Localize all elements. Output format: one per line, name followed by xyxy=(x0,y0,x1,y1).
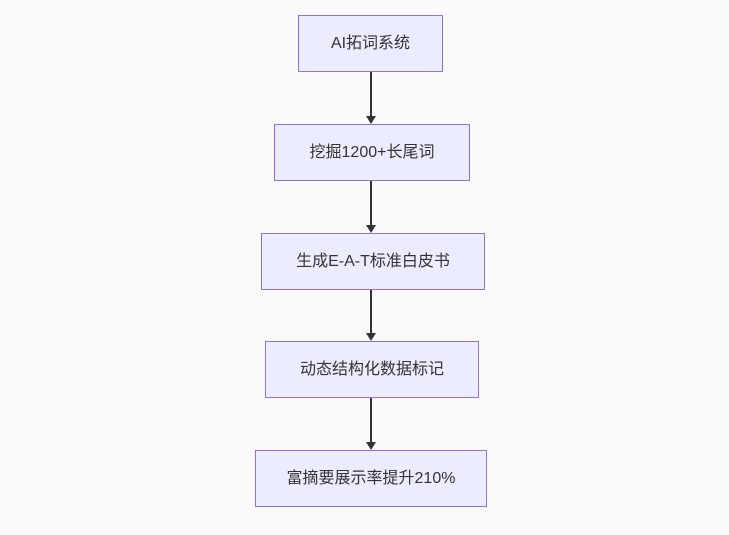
flow-node-label: 动态结构化数据标记 xyxy=(299,360,444,378)
flow-node-rich-snippet-rate: 富摘要展示率提升210% xyxy=(255,450,487,507)
arrowhead-down-icon xyxy=(366,442,376,450)
flow-node-structured-data-markup: 动态结构化数据标记 xyxy=(265,341,479,398)
flow-node-label: 富摘要展示率提升210% xyxy=(286,469,456,487)
edge-line xyxy=(370,398,372,442)
flow-node-label: AI拓词系统 xyxy=(330,34,411,52)
flow-node-eat-whitepaper: 生成E-A-T标准白皮书 xyxy=(261,233,485,290)
edge-n2-n3 xyxy=(365,181,377,233)
edge-n3-n4 xyxy=(365,290,377,341)
flow-node-label: 挖掘1200+长尾词 xyxy=(309,143,435,161)
flow-node-label: 生成E-A-T标准白皮书 xyxy=(296,252,450,270)
arrowhead-down-icon xyxy=(366,225,376,233)
edge-n4-n5 xyxy=(365,398,377,450)
arrowhead-down-icon xyxy=(366,116,376,124)
edge-line xyxy=(370,72,372,116)
flow-node-longtail-mining: 挖掘1200+长尾词 xyxy=(274,124,470,181)
edge-n1-n2 xyxy=(365,72,377,124)
flow-node-ai-word-expansion: AI拓词系统 xyxy=(298,15,443,72)
arrowhead-down-icon xyxy=(366,333,376,341)
edge-line xyxy=(370,181,372,225)
edge-line xyxy=(370,290,372,333)
